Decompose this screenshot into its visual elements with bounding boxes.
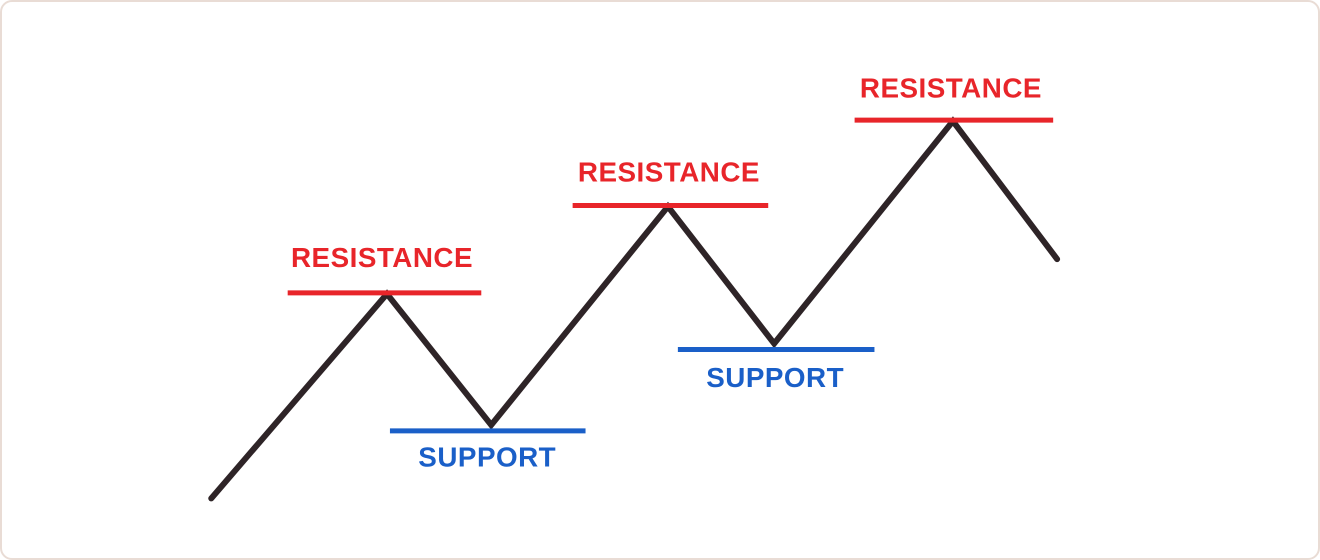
resistance-label: RESISTANCE: [860, 72, 1042, 103]
resistance-label: RESISTANCE: [291, 242, 473, 273]
support-label: SUPPORT: [418, 442, 556, 473]
support-label: SUPPORT: [706, 362, 844, 393]
resistance-label: RESISTANCE: [578, 157, 760, 188]
